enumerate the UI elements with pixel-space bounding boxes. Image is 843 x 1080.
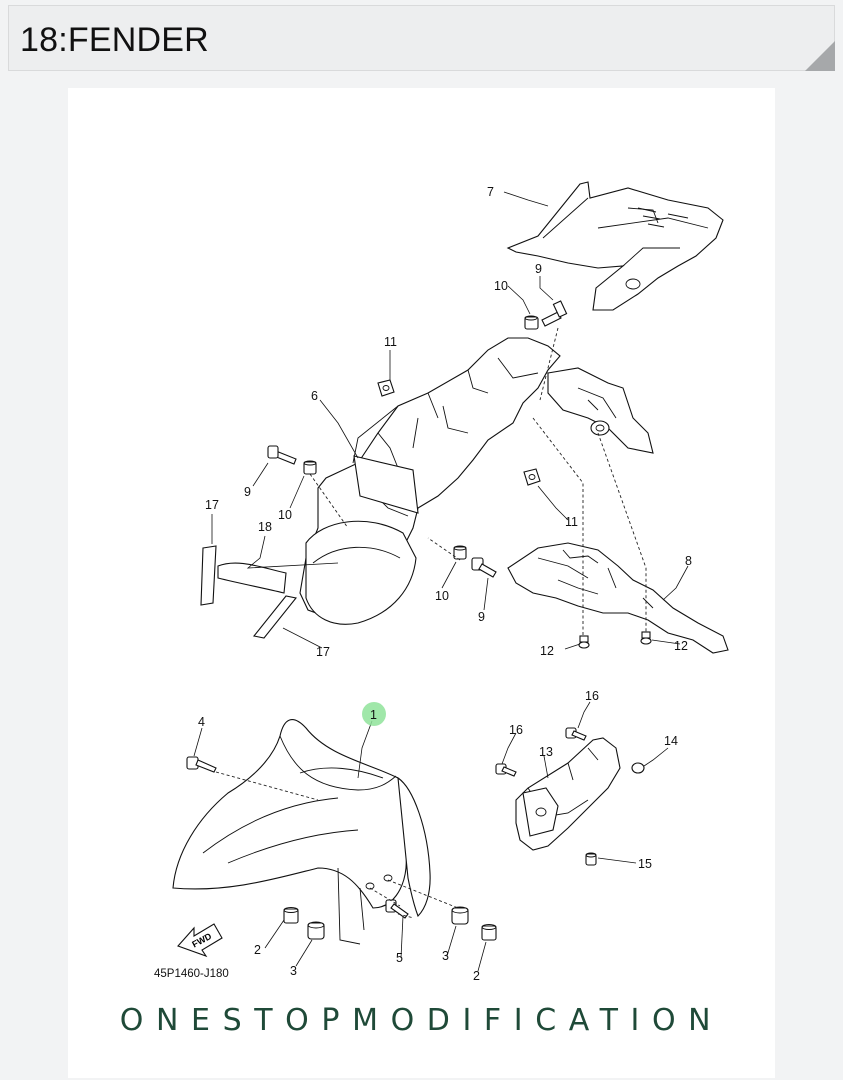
part-2-collar-left[interactable] — [283, 907, 299, 924]
callout-9[interactable]: 9 — [535, 262, 542, 276]
callout-11[interactable]: 11 — [384, 335, 397, 349]
callout-6[interactable]: 6 — [311, 389, 318, 403]
callout-10[interactable]: 10 — [494, 279, 508, 293]
part-11-nut-upper[interactable] — [377, 379, 395, 397]
part-3-grommet-left[interactable] — [307, 921, 325, 940]
part-9-bolt-upper[interactable] — [541, 300, 568, 327]
callout-7[interactable]: 7 — [487, 185, 494, 199]
callout-18[interactable]: 18 — [258, 520, 272, 534]
part-7-rear-cover[interactable] — [506, 181, 724, 311]
part-13-bracket[interactable] — [515, 737, 621, 851]
part-code: 45P1460-J180 — [154, 968, 229, 980]
callout-2[interactable]: 2 — [473, 969, 480, 983]
callout-5[interactable]: 5 — [396, 951, 403, 965]
callout-1[interactable]: 1 — [370, 708, 377, 722]
part-2-collar-right[interactable] — [481, 924, 497, 941]
callout-14[interactable]: 14 — [664, 734, 678, 748]
part-10-collar-middle[interactable] — [453, 545, 467, 560]
callout-10[interactable]: 10 — [278, 508, 292, 522]
callout-9[interactable]: 9 — [478, 610, 485, 624]
part-12-screw-left[interactable] — [578, 635, 590, 649]
part-6-fender-bowl[interactable] — [305, 520, 417, 625]
part-18-mud-flap[interactable] — [217, 562, 287, 594]
part-5-bolt[interactable] — [385, 899, 409, 919]
part-1-highlight-badge[interactable] — [362, 702, 386, 726]
callout-labels: 7 9 10 11 6 9 10 17 18 17 10 9 11 8 12 1… — [198, 185, 692, 983]
part-14-cap[interactable] — [631, 762, 645, 774]
part-16-screw-left[interactable] — [495, 763, 517, 777]
callout-15[interactable]: 15 — [638, 857, 652, 871]
callout-17[interactable]: 17 — [205, 498, 219, 512]
fold-corner-icon — [805, 41, 835, 71]
part-12-screw-right[interactable] — [640, 631, 652, 645]
part-15-bolt[interactable] — [585, 852, 597, 866]
part-11-nut-lower[interactable] — [523, 468, 541, 486]
callout-8[interactable]: 8 — [685, 554, 692, 568]
page-header: 18:FENDER — [8, 5, 835, 71]
callout-4[interactable]: 4 — [198, 715, 205, 729]
callout-2[interactable]: 2 — [254, 943, 261, 957]
part-9-bolt-left[interactable] — [267, 445, 297, 465]
part-1-front-fender[interactable] — [172, 719, 431, 945]
part-16-screw-upper[interactable] — [565, 727, 587, 741]
part-8-tail-cover[interactable] — [507, 542, 729, 654]
callout-16[interactable]: 16 — [509, 723, 523, 737]
callout-11[interactable]: 11 — [565, 515, 578, 529]
part-10-collar-upper[interactable] — [524, 315, 539, 330]
callout-16[interactable]: 16 — [585, 689, 599, 703]
part-17-reflector-left[interactable] — [200, 545, 217, 606]
callout-12[interactable]: 12 — [540, 644, 554, 658]
part-17-reflector-lower[interactable] — [253, 595, 297, 639]
part-10-collar-left[interactable] — [303, 460, 317, 475]
callout-17[interactable]: 17 — [316, 645, 330, 659]
callout-13[interactable]: 13 — [539, 745, 553, 759]
callout-12[interactable]: 12 — [674, 639, 688, 653]
callout-10[interactable]: 10 — [435, 589, 449, 603]
parts-diagram-sheet[interactable]: FWD 45P1460-J180 7 9 10 11 6 9 10 17 18 … — [68, 88, 775, 1078]
part-9-bolt-middle[interactable] — [471, 557, 497, 578]
fwd-arrow-icon: FWD — [177, 923, 223, 958]
watermark-text: ONESTOPMODIFICATION — [119, 1003, 724, 1038]
page-title: 18:FENDER — [20, 21, 209, 59]
part-4-bolt[interactable] — [186, 756, 217, 773]
callout-9[interactable]: 9 — [244, 485, 251, 499]
callout-3[interactable]: 3 — [442, 949, 449, 963]
callout-3[interactable]: 3 — [290, 964, 297, 978]
leader-lines — [193, 191, 689, 972]
parts-diagram: FWD 45P1460-J180 7 9 10 11 6 9 10 17 18 … — [154, 181, 729, 983]
part-3-grommet-right[interactable] — [451, 906, 469, 925]
